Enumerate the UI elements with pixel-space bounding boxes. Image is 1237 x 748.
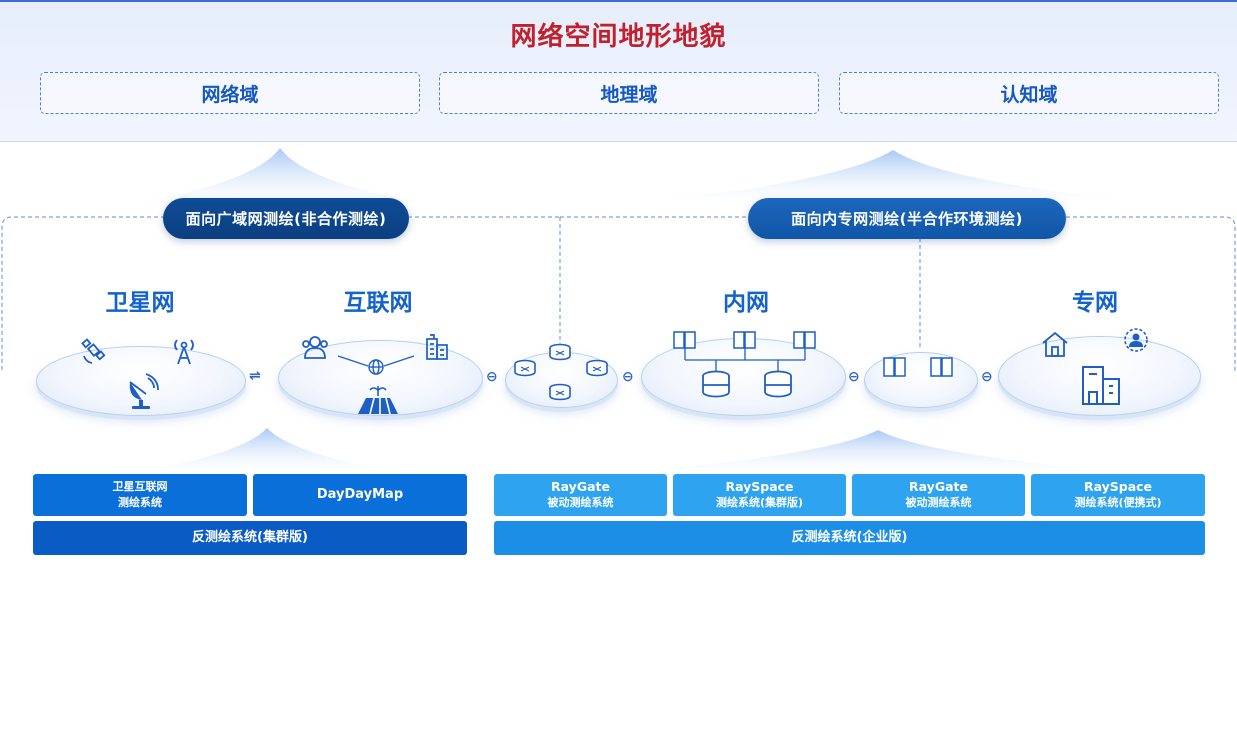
product-subtitle: 被动测绘系统 xyxy=(905,496,972,509)
product-name: RayGate xyxy=(551,479,610,494)
network-label-private: 专网 xyxy=(1072,290,1118,316)
product-name: RaySpace xyxy=(1083,479,1153,494)
beam-left-top xyxy=(140,148,420,202)
product-name: 卫星互联网 xyxy=(112,480,168,493)
page-title: 网络空间地形地貌 xyxy=(510,22,727,52)
link-icon-5: ⊖ xyxy=(981,369,993,385)
router-icon xyxy=(514,343,608,401)
header-panel: 网络空间地形地貌 网络域 地理域 认知域 xyxy=(0,0,1237,142)
domain-cognition: 认知域 xyxy=(839,72,1219,114)
beam-right-top xyxy=(660,150,1125,200)
product-rayspace-portable: RaySpace 测绘系统(便携式) xyxy=(1031,474,1205,516)
building-icon xyxy=(426,334,448,360)
product-anti-mapping-enterprise: 反测绘系统(企业版) xyxy=(494,521,1205,555)
product-raygate-1: RayGate 被动测绘系统 xyxy=(494,474,667,516)
link-icon-3: ⊖ xyxy=(622,369,634,385)
product-name: RaySpace xyxy=(725,479,794,494)
server-icon xyxy=(883,357,953,377)
network-label-intranet: 内网 xyxy=(723,290,769,316)
domain-geography: 地理域 xyxy=(439,72,819,114)
globe-icon xyxy=(337,355,415,375)
product-name: RayGate xyxy=(909,479,968,494)
link-icon-2: ⊖ xyxy=(486,369,498,385)
product-name: DayDayMap xyxy=(316,487,404,502)
product-subtitle: 被动测绘系统 xyxy=(547,496,614,509)
diagram-connectors xyxy=(1,148,1236,470)
antenna-icon xyxy=(174,339,194,365)
network-label-internet: 互联网 xyxy=(343,290,413,316)
beam-right-bottom xyxy=(650,430,1105,470)
product-subtitle: 测绘系统 xyxy=(118,496,162,509)
farmland-icon xyxy=(358,386,398,415)
users-icon xyxy=(302,336,328,359)
domain-network: 网络域 xyxy=(40,72,420,114)
product-name: 反测绘系统(企业版) xyxy=(791,530,908,545)
product-rayspace-cluster: RaySpace 测绘系统(集群版) xyxy=(673,474,846,516)
home-icon xyxy=(1042,331,1068,357)
beam-left-bottom xyxy=(150,428,385,470)
platform-bridge xyxy=(864,352,978,408)
product-subtitle: 测绘系统(集群版) xyxy=(715,496,804,509)
product-subtitle: 测绘系统(便携式) xyxy=(1074,496,1162,509)
satellite-icon xyxy=(81,338,106,364)
product-name: 反测绘系统(集群版) xyxy=(192,530,308,545)
product-satellite-internet-mapping: 卫星互联网 测绘系统 xyxy=(33,474,247,516)
link-icon-4: ⊖ xyxy=(848,369,860,385)
product-anti-mapping-cluster: 反测绘系统(集群版) xyxy=(33,521,467,555)
platform-intranet xyxy=(641,338,846,416)
network-label-satellite: 卫星网 xyxy=(105,290,175,316)
category-wan: 面向广域网测绘(非合作测绘) xyxy=(163,198,409,239)
server-icon xyxy=(673,331,816,398)
satellite-dish-icon xyxy=(129,373,159,409)
product-daydaymap: DayDayMap xyxy=(253,474,467,516)
office-building-icon xyxy=(1082,366,1120,405)
product-raygate-2: RayGate 被动测绘系统 xyxy=(852,474,1025,516)
link-icon-1: ⇌ xyxy=(249,368,261,384)
person-network-icon xyxy=(1124,328,1148,352)
category-private: 面向内专网测绘(半合作环境测绘) xyxy=(748,198,1066,239)
